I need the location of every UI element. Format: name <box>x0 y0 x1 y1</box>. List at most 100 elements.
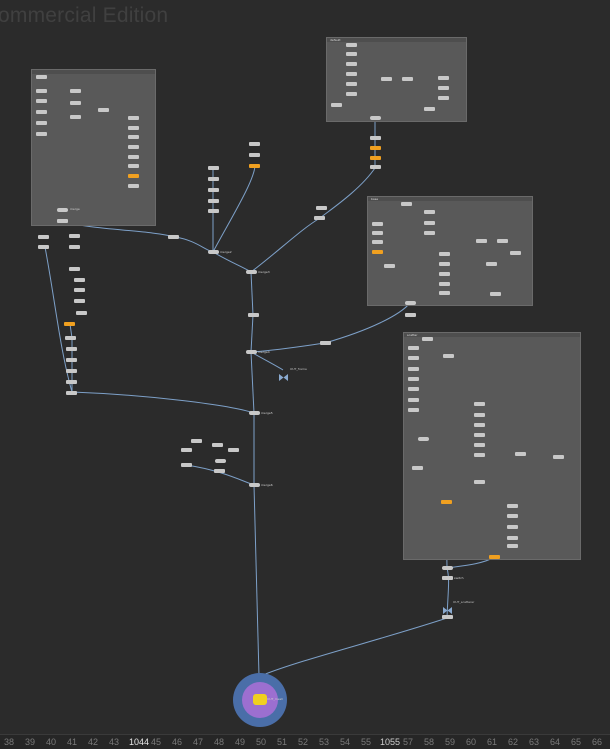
sop-node[interactable] <box>424 210 435 214</box>
sop-node[interactable] <box>372 240 383 244</box>
sop-node[interactable] <box>191 439 202 443</box>
sop-node[interactable] <box>248 313 259 317</box>
sop-node[interactable] <box>408 367 419 371</box>
sop-node[interactable] <box>443 354 454 358</box>
merge-node[interactable] <box>57 208 68 212</box>
sop-node[interactable] <box>208 209 219 213</box>
sop-node[interactable] <box>486 262 497 266</box>
network-box-c[interactable]: base <box>367 196 533 306</box>
network-box-title-bar[interactable] <box>32 70 155 74</box>
sop-node[interactable] <box>553 455 564 459</box>
merge-node[interactable] <box>249 483 260 487</box>
sop-node[interactable] <box>384 264 395 268</box>
sop-node-display[interactable] <box>128 174 139 178</box>
sop-node[interactable] <box>57 219 68 223</box>
sop-node[interactable] <box>474 453 485 457</box>
sop-node[interactable] <box>408 377 419 381</box>
sop-node-display[interactable] <box>64 322 75 326</box>
merge-node[interactable] <box>215 459 226 463</box>
sop-node[interactable] <box>439 272 450 276</box>
sop-node[interactable] <box>128 135 139 139</box>
sop-node[interactable] <box>346 52 357 56</box>
sop-node[interactable] <box>74 278 85 282</box>
sop-node[interactable] <box>422 337 433 341</box>
sop-node[interactable] <box>228 448 239 452</box>
network-box-title-bar[interactable] <box>404 333 580 337</box>
sop-node[interactable] <box>36 99 47 103</box>
timeline-bar[interactable]: 38 39 40 41 42 43 1044 45 46 47 48 49 50… <box>0 734 610 749</box>
sop-node[interactable] <box>181 463 192 467</box>
sop-node[interactable] <box>438 86 449 90</box>
null-node-scatter[interactable] <box>443 599 452 614</box>
sop-node[interactable] <box>69 234 80 238</box>
sop-node[interactable] <box>439 252 450 256</box>
sop-node[interactable] <box>66 391 77 395</box>
merge-node[interactable] <box>405 301 416 305</box>
sop-node[interactable] <box>346 43 357 47</box>
switch-node[interactable] <box>442 576 453 580</box>
sop-node[interactable] <box>474 480 485 484</box>
output-node[interactable] <box>233 673 287 727</box>
sop-node[interactable] <box>372 222 383 226</box>
merge-node[interactable] <box>442 566 453 570</box>
sop-node[interactable] <box>401 202 412 206</box>
sop-node[interactable] <box>320 341 331 345</box>
sop-node[interactable] <box>249 153 260 157</box>
sop-node[interactable] <box>510 251 521 255</box>
sop-node[interactable] <box>408 356 419 360</box>
sop-node[interactable] <box>69 245 80 249</box>
sop-node[interactable] <box>439 262 450 266</box>
sop-node[interactable] <box>208 177 219 181</box>
sop-node[interactable] <box>249 142 260 146</box>
sop-node[interactable] <box>128 145 139 149</box>
current-frame-indicator[interactable]: 1044 <box>129 737 150 747</box>
sop-node[interactable] <box>474 402 485 406</box>
sop-node[interactable] <box>66 358 77 362</box>
sop-node-display[interactable] <box>249 164 260 168</box>
sop-node[interactable] <box>74 288 85 292</box>
sop-node[interactable] <box>66 369 77 373</box>
sop-node[interactable] <box>70 115 81 119</box>
sop-node[interactable] <box>490 292 501 296</box>
sop-node[interactable] <box>507 504 518 508</box>
sop-node[interactable] <box>507 525 518 529</box>
sop-node[interactable] <box>36 75 47 79</box>
sop-node[interactable] <box>181 448 192 452</box>
sop-node[interactable] <box>36 89 47 93</box>
sop-node[interactable] <box>402 77 413 81</box>
sop-node[interactable] <box>497 239 508 243</box>
sop-node[interactable] <box>476 239 487 243</box>
sop-node[interactable] <box>439 291 450 295</box>
sop-node[interactable] <box>438 96 449 100</box>
network-box-d[interactable]: scatter <box>403 332 581 560</box>
merge-node[interactable] <box>246 270 257 274</box>
sop-node[interactable] <box>370 165 381 169</box>
sop-node[interactable] <box>331 103 342 107</box>
sop-node[interactable] <box>128 116 139 120</box>
merge-node[interactable] <box>370 116 381 120</box>
sop-node[interactable] <box>66 347 77 351</box>
merge-node[interactable] <box>249 411 260 415</box>
sop-node[interactable] <box>70 89 81 93</box>
sop-node[interactable] <box>474 433 485 437</box>
network-box-title-bar[interactable] <box>368 197 532 201</box>
sop-node[interactable] <box>128 155 139 159</box>
sop-node[interactable] <box>65 336 76 340</box>
sop-node[interactable] <box>438 76 449 80</box>
sop-node[interactable] <box>424 231 435 235</box>
sop-node[interactable] <box>168 235 179 239</box>
sop-node[interactable] <box>346 72 357 76</box>
sop-node[interactable] <box>98 108 109 112</box>
sop-node[interactable] <box>214 469 225 473</box>
sop-node[interactable] <box>424 107 435 111</box>
sop-node[interactable] <box>314 216 325 220</box>
merge-node[interactable] <box>418 437 429 441</box>
sop-node[interactable] <box>507 544 518 548</box>
sop-node[interactable] <box>372 231 383 235</box>
sop-node[interactable] <box>442 615 453 619</box>
sop-node[interactable] <box>74 299 85 303</box>
sop-node[interactable] <box>515 452 526 456</box>
sop-node[interactable] <box>408 346 419 350</box>
sop-node[interactable] <box>474 443 485 447</box>
sop-node[interactable] <box>370 136 381 140</box>
